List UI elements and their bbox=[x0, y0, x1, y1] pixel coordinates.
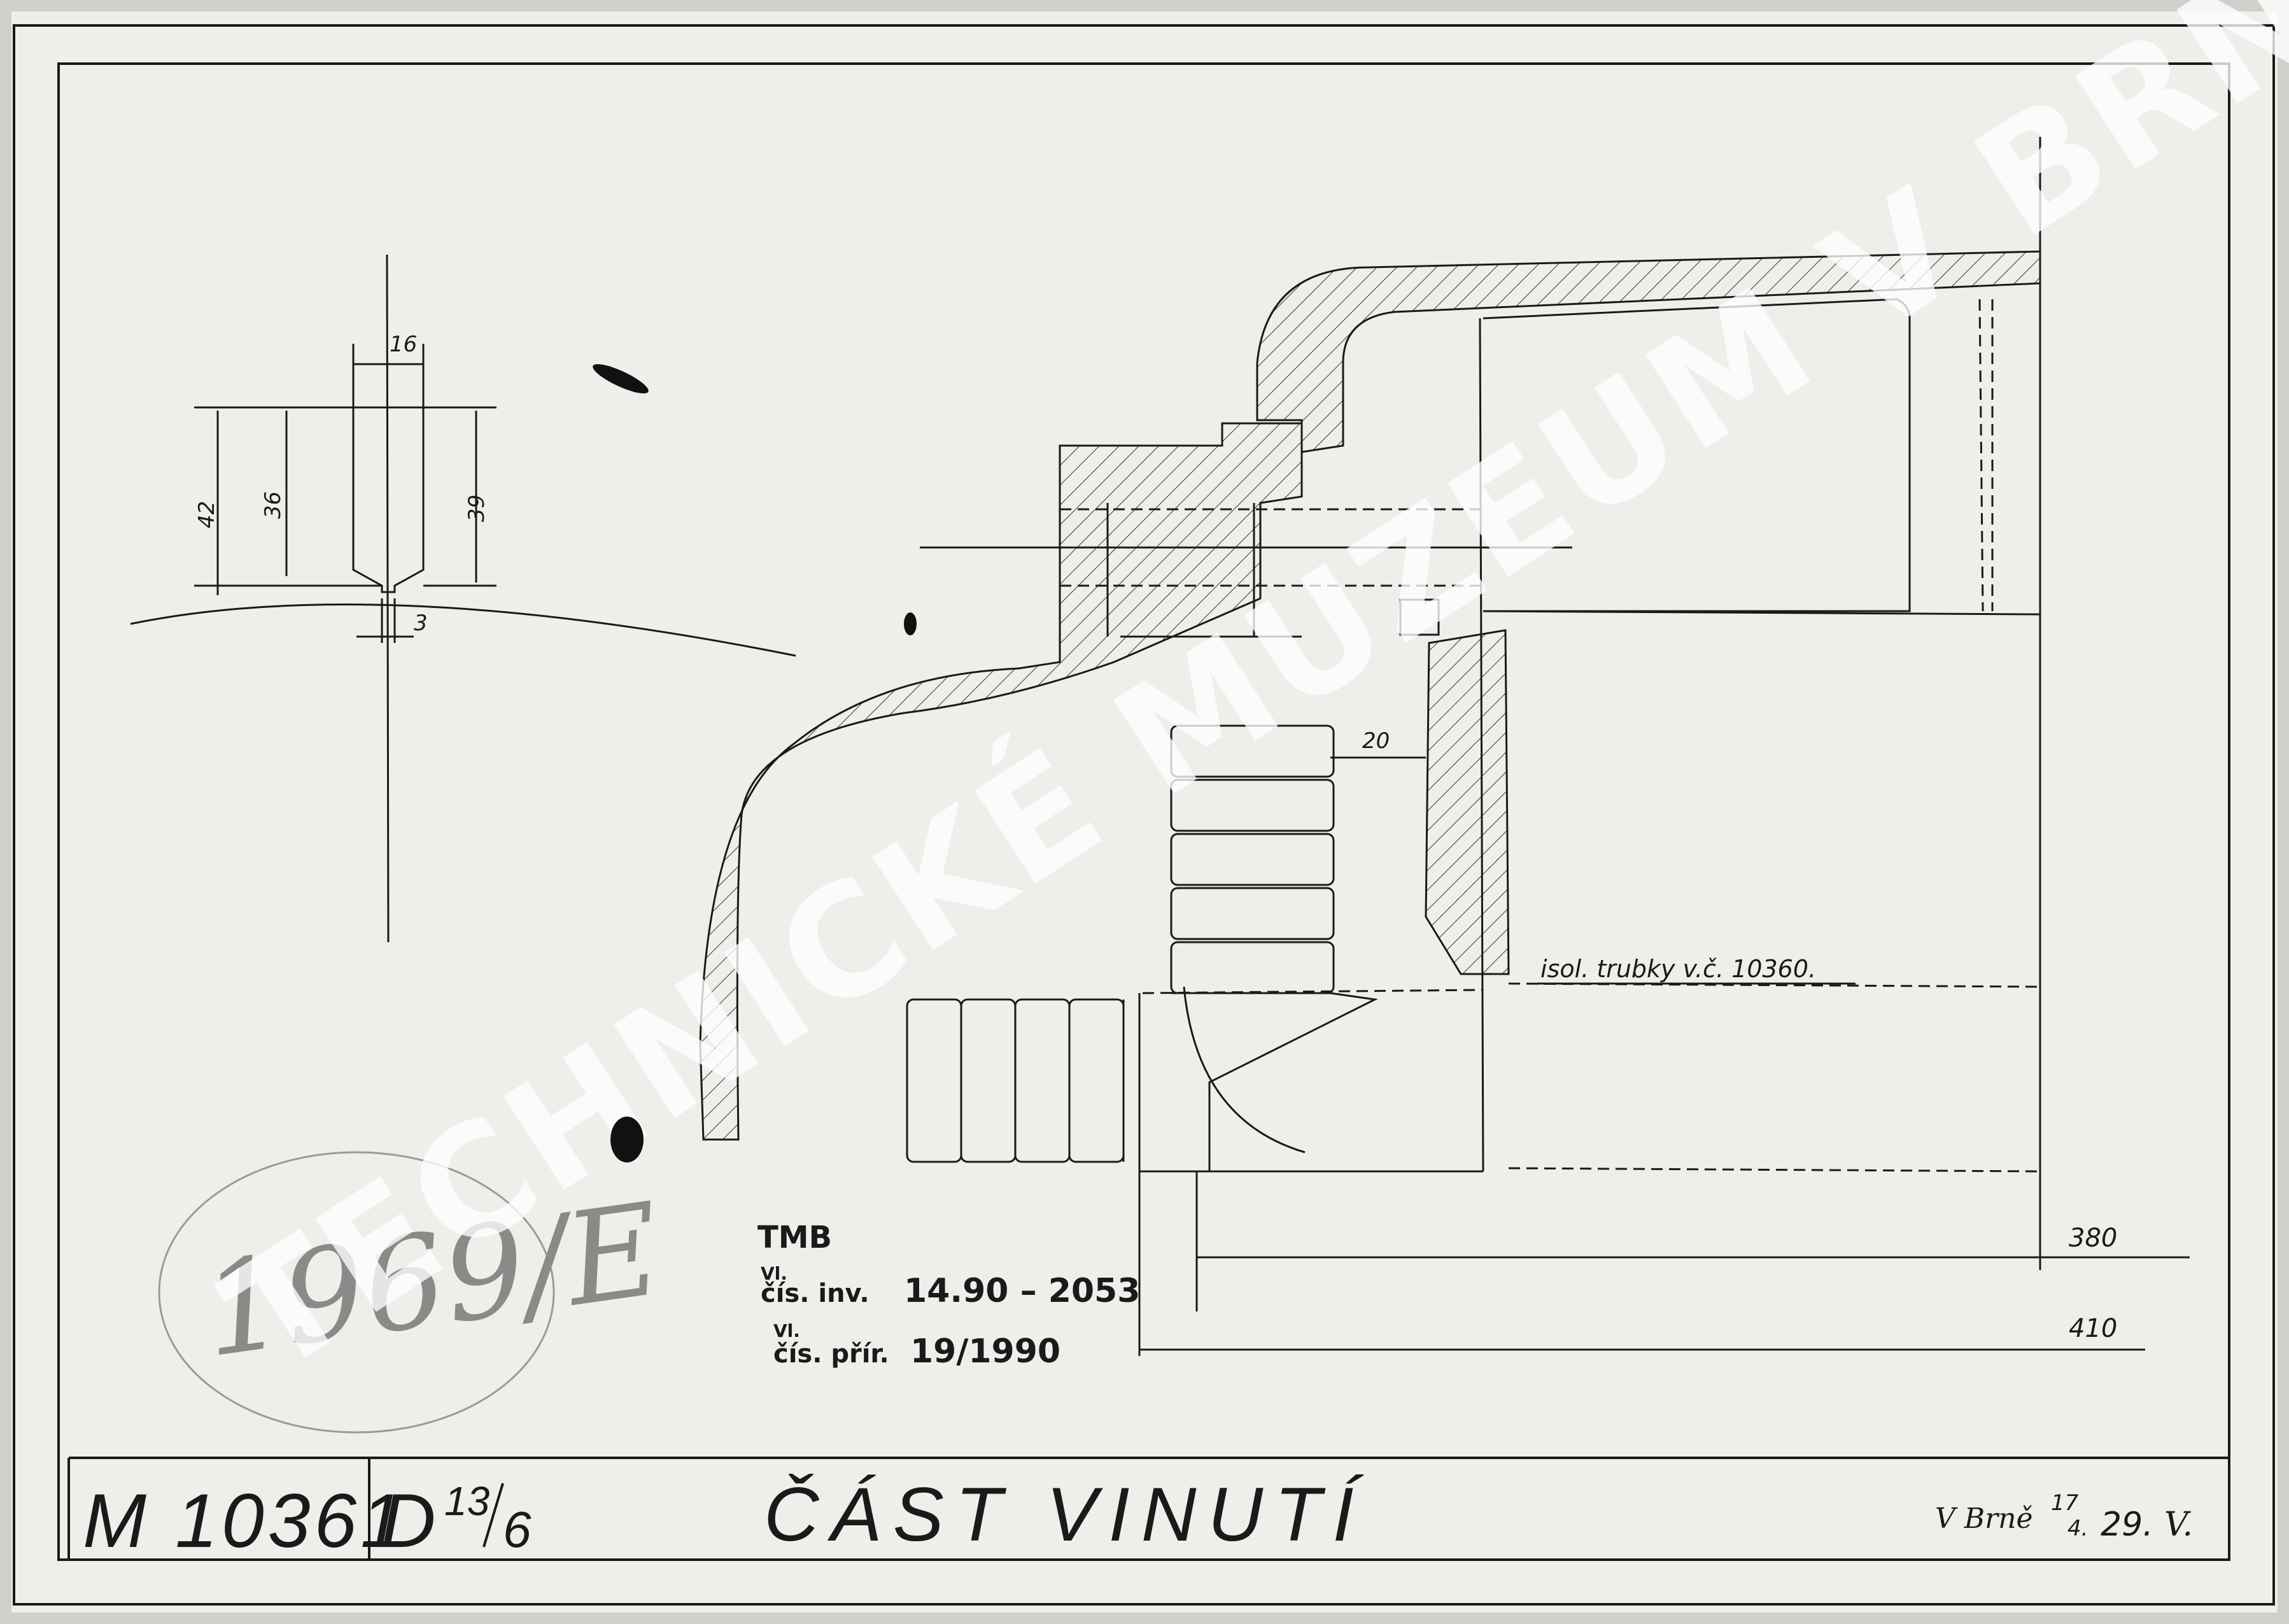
title-block bbox=[67, 1457, 2229, 1561]
overall-dimensions bbox=[1138, 1171, 2190, 1356]
dim-380: 380 bbox=[2069, 1224, 2117, 1253]
format-code-sub: 6 bbox=[503, 1501, 532, 1558]
signature: V Brně 17 4. 29. V. bbox=[1935, 1490, 2193, 1544]
dim-39: 39 bbox=[464, 495, 489, 522]
dim-36: 36 bbox=[260, 491, 286, 519]
dim-16: 16 bbox=[390, 332, 417, 357]
inventory-stamp: TMB Vl. čís. inv. 14.90 – 2053 Vl. čís. … bbox=[757, 1220, 1140, 1371]
hatched-housing bbox=[699, 250, 2041, 1141]
outer-border bbox=[13, 24, 2275, 1606]
svg-text:17: 17 bbox=[2051, 1490, 2079, 1516]
svg-text:čís. přír.: čís. přír. bbox=[773, 1339, 889, 1369]
svg-text:4.: 4. bbox=[2067, 1516, 2088, 1541]
insulation-note: isol. trubky v.č. 10360. bbox=[1540, 955, 1816, 983]
stamp-inv-value: 14.90 – 2053 bbox=[904, 1272, 1140, 1310]
format-code-sup: 13 bbox=[444, 1478, 490, 1524]
dim-3: 3 bbox=[414, 611, 428, 636]
sheet-title: ČÁST VINUTÍ bbox=[764, 1472, 1365, 1557]
svg-text:Vl.: Vl. bbox=[773, 1320, 800, 1341]
conductor-detail bbox=[130, 254, 796, 943]
dim-42: 42 bbox=[194, 501, 220, 528]
drawing-number: M 10361 bbox=[83, 1478, 407, 1564]
svg-text:29.: 29. bbox=[2101, 1506, 2153, 1544]
dim-20: 20 bbox=[1362, 728, 1390, 754]
section-outlines bbox=[920, 137, 2041, 1178]
svg-text:čís. inv.: čís. inv. bbox=[761, 1279, 870, 1308]
format-code-letter: D bbox=[381, 1478, 436, 1564]
svg-text:V.: V. bbox=[2164, 1506, 2193, 1544]
stamp-tmb: TMB bbox=[757, 1220, 832, 1255]
pencil-circle bbox=[158, 1151, 555, 1434]
format-code-slash bbox=[482, 1483, 504, 1548]
stamp-acc-value: 19/1990 bbox=[910, 1332, 1060, 1371]
svg-text:V Brně: V Brně bbox=[1935, 1502, 2033, 1535]
dim-410: 410 bbox=[2069, 1314, 2117, 1343]
winding-blocks bbox=[906, 724, 1484, 1173]
ink-blots bbox=[593, 364, 917, 1162]
svg-text:Vl.: Vl. bbox=[761, 1263, 787, 1284]
